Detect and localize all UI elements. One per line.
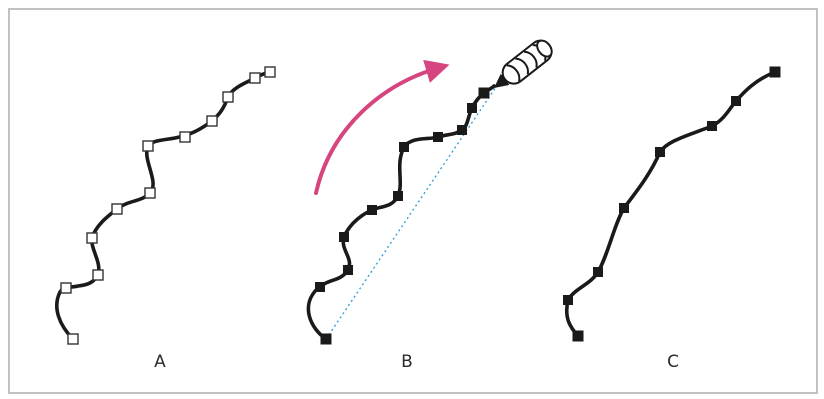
anchor-point-b	[315, 282, 325, 292]
panel-a-label: A	[154, 352, 166, 372]
panel-b-guide-line	[325, 86, 497, 340]
panel-c-label: C	[667, 352, 679, 372]
anchor-point-b	[320, 333, 332, 345]
anchor-point-b	[339, 232, 349, 242]
anchor-point-c	[572, 330, 584, 342]
panel-b-label: B	[401, 352, 413, 372]
anchor-point-c	[731, 96, 741, 106]
panel-a-anchors	[60, 66, 276, 345]
anchor-point-a	[206, 115, 218, 127]
anchor-point-b	[457, 125, 467, 135]
anchor-point-b	[433, 132, 443, 142]
anchor-point-a	[179, 131, 191, 143]
panel-a: A	[55, 66, 276, 372]
panel-a-path	[55, 70, 272, 341]
figure-frame	[8, 8, 818, 394]
anchor-point-b	[343, 265, 353, 275]
anchor-point-a	[142, 140, 154, 152]
panel-b: B	[306, 39, 553, 372]
smooth-pencil-tool-icon	[494, 39, 553, 88]
panel-b-path	[306, 84, 496, 341]
panel-c: C	[563, 66, 781, 372]
anchor-point-a	[111, 203, 123, 215]
anchor-point-a	[222, 91, 234, 103]
panel-b-anchors	[315, 87, 490, 345]
anchor-point-c	[563, 295, 573, 305]
anchor-point-a	[67, 333, 79, 345]
anchor-point-c	[619, 203, 629, 213]
anchor-point-a	[92, 269, 104, 281]
anchor-point-b	[399, 142, 409, 152]
anchor-point-c	[769, 66, 781, 78]
anchor-point-b	[478, 87, 490, 99]
anchor-point-a	[249, 72, 261, 84]
anchor-point-b	[367, 205, 377, 215]
curved-arrow-icon	[314, 59, 450, 195]
panel-c-anchors	[563, 66, 781, 342]
anchor-point-b	[467, 103, 477, 113]
anchor-point-a	[86, 232, 98, 244]
panel-c-path	[564, 70, 777, 338]
anchor-point-a	[144, 187, 156, 199]
anchor-point-c	[593, 267, 603, 277]
anchor-point-c	[655, 147, 665, 157]
anchor-point-a	[60, 282, 72, 294]
anchor-point-b	[393, 191, 403, 201]
anchor-point-a	[264, 66, 276, 78]
anchor-point-c	[707, 121, 717, 131]
